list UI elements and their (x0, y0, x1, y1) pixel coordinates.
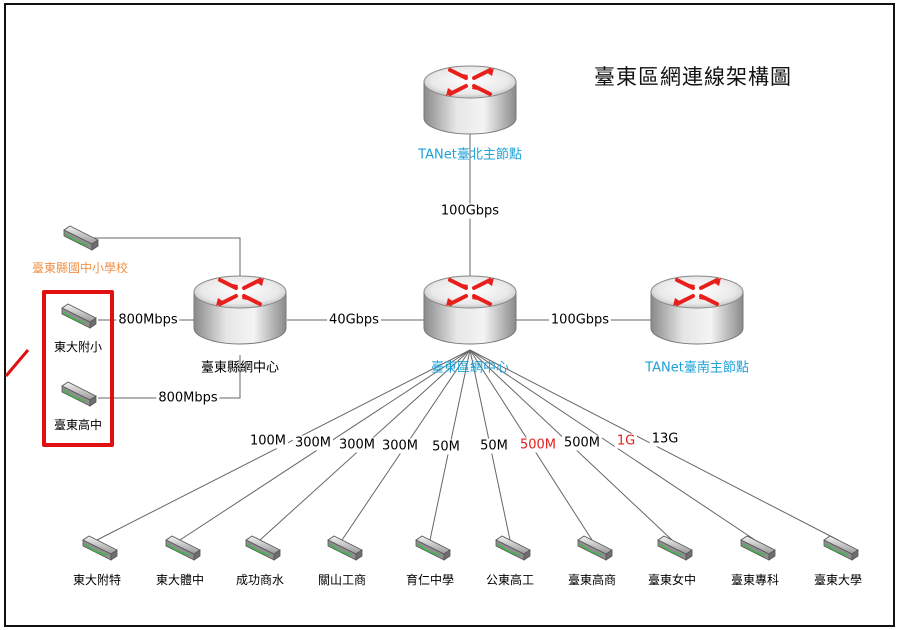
switch-icon (823, 535, 859, 561)
switch-icon (577, 535, 613, 561)
speed-label: 500M (517, 437, 559, 453)
tainan-node-label: TANet臺南主節點 (645, 360, 749, 376)
switch-icon (82, 535, 118, 561)
school-label: 臺東大學 (813, 573, 863, 587)
switch-icon (165, 535, 201, 561)
school-label: 臺東專科 (730, 573, 780, 587)
county-schools-label: 臺東縣國中小學校 (31, 261, 129, 275)
dongda-elem-label: 東大附小 (53, 340, 103, 354)
school-label: 臺東女中 (647, 573, 697, 587)
highlight-box (42, 290, 114, 447)
router-icon (649, 274, 745, 346)
speed-label: 50M (478, 438, 510, 454)
school-label: 關山工商 (317, 573, 367, 587)
switch-icon (327, 535, 363, 561)
school-label: 育仁中學 (405, 573, 455, 587)
switch-icon (63, 225, 99, 251)
speed-label: 50M (430, 439, 462, 455)
speed-label: 13G (649, 431, 681, 447)
speed-label: 1G (614, 433, 638, 449)
taitung-hs-label: 臺東高中 (53, 418, 103, 432)
link-label-taipei-center: 100Gbps (438, 203, 502, 219)
school-label: 東大體中 (155, 573, 205, 587)
speed-label: 300M (379, 438, 421, 454)
school-label: 成功商水 (235, 573, 285, 587)
router-icon (422, 64, 518, 136)
county-node-label: 臺東縣網中心 (200, 360, 280, 376)
link-label-county-center: 40Gbps (327, 312, 381, 328)
speed-label: 500M (561, 435, 603, 451)
switch-icon (245, 535, 281, 561)
school-label: 東大附特 (72, 573, 122, 587)
link-schools-county (92, 237, 241, 285)
router-icon (422, 274, 518, 346)
arrow-icon (4, 349, 30, 377)
speed-label: 300M (336, 437, 378, 453)
speed-label: 100M (247, 433, 289, 449)
link-school-9 (469, 349, 756, 541)
speed-label: 300M (292, 435, 334, 451)
link-label-hs-county: 800Mbps (156, 390, 220, 406)
link-label-elem-county: 800Mbps (116, 312, 180, 328)
link-label-center-tainan: 100Gbps (548, 312, 612, 328)
router-icon (192, 274, 288, 346)
school-label: 公東高工 (485, 573, 535, 587)
switch-icon (740, 535, 776, 561)
frame-border (4, 3, 895, 627)
link-hs-county (98, 355, 241, 399)
center-node-label: 臺東區網中心 (430, 360, 510, 376)
switch-icon (495, 535, 531, 561)
diagram-title: 臺東區網連線架構圖 (594, 65, 792, 89)
school-label: 臺東高商 (567, 573, 617, 587)
switch-icon (657, 535, 693, 561)
taipei-node-label: TANet臺北主節點 (418, 147, 522, 163)
switch-icon (415, 535, 451, 561)
